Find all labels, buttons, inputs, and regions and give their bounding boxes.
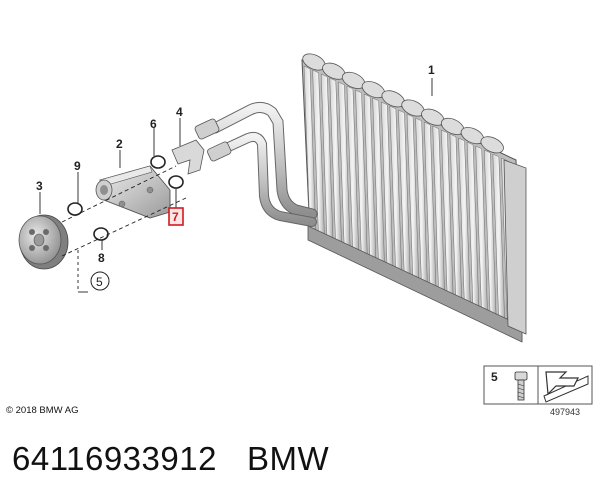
- cover-cap: [18, 214, 69, 270]
- leader-lines: [39, 78, 433, 250]
- part-number: 64116933912: [12, 440, 217, 477]
- legend-box: 5: [483, 365, 593, 405]
- arrow-icon: [543, 371, 589, 403]
- o-ring-6: [150, 155, 166, 169]
- evaporator-core: [301, 53, 527, 343]
- bracket: [171, 139, 205, 175]
- callout-1: 1: [428, 63, 435, 77]
- callout-3: 3: [36, 179, 43, 193]
- callout-7-highlight[interactable]: [168, 207, 184, 226]
- callout-labels: 1 2 3 4 6 9 8 7 5: [36, 63, 435, 291]
- drawing-number: 497943: [550, 407, 580, 417]
- callout-6: 6: [150, 117, 157, 131]
- callout-4: 4: [176, 105, 183, 119]
- screw-icon: [514, 371, 528, 401]
- callout-8: 8: [98, 251, 105, 265]
- o-ring-7: [168, 175, 184, 189]
- assembly-lines: [61, 165, 187, 293]
- callout-7[interactable]: 7: [172, 210, 179, 224]
- callout-5: 5: [96, 275, 103, 289]
- footer: 64116933912 BMW: [12, 440, 329, 478]
- callout-9: 9: [74, 159, 81, 173]
- brand-name: BMW: [246, 440, 330, 477]
- parts-diagram: 1 2 3 4 6 9 8 7 5 5 497943: [18, 53, 593, 417]
- callout-2: 2: [116, 137, 123, 151]
- copyright-text: © 2018 BMW AG: [6, 405, 79, 416]
- expansion-valve: [95, 165, 171, 219]
- refrigerant-pipes: [194, 101, 318, 227]
- o-ring-9: [67, 202, 83, 216]
- legend-number: 5: [491, 370, 498, 384]
- header-tube: [480, 136, 504, 154]
